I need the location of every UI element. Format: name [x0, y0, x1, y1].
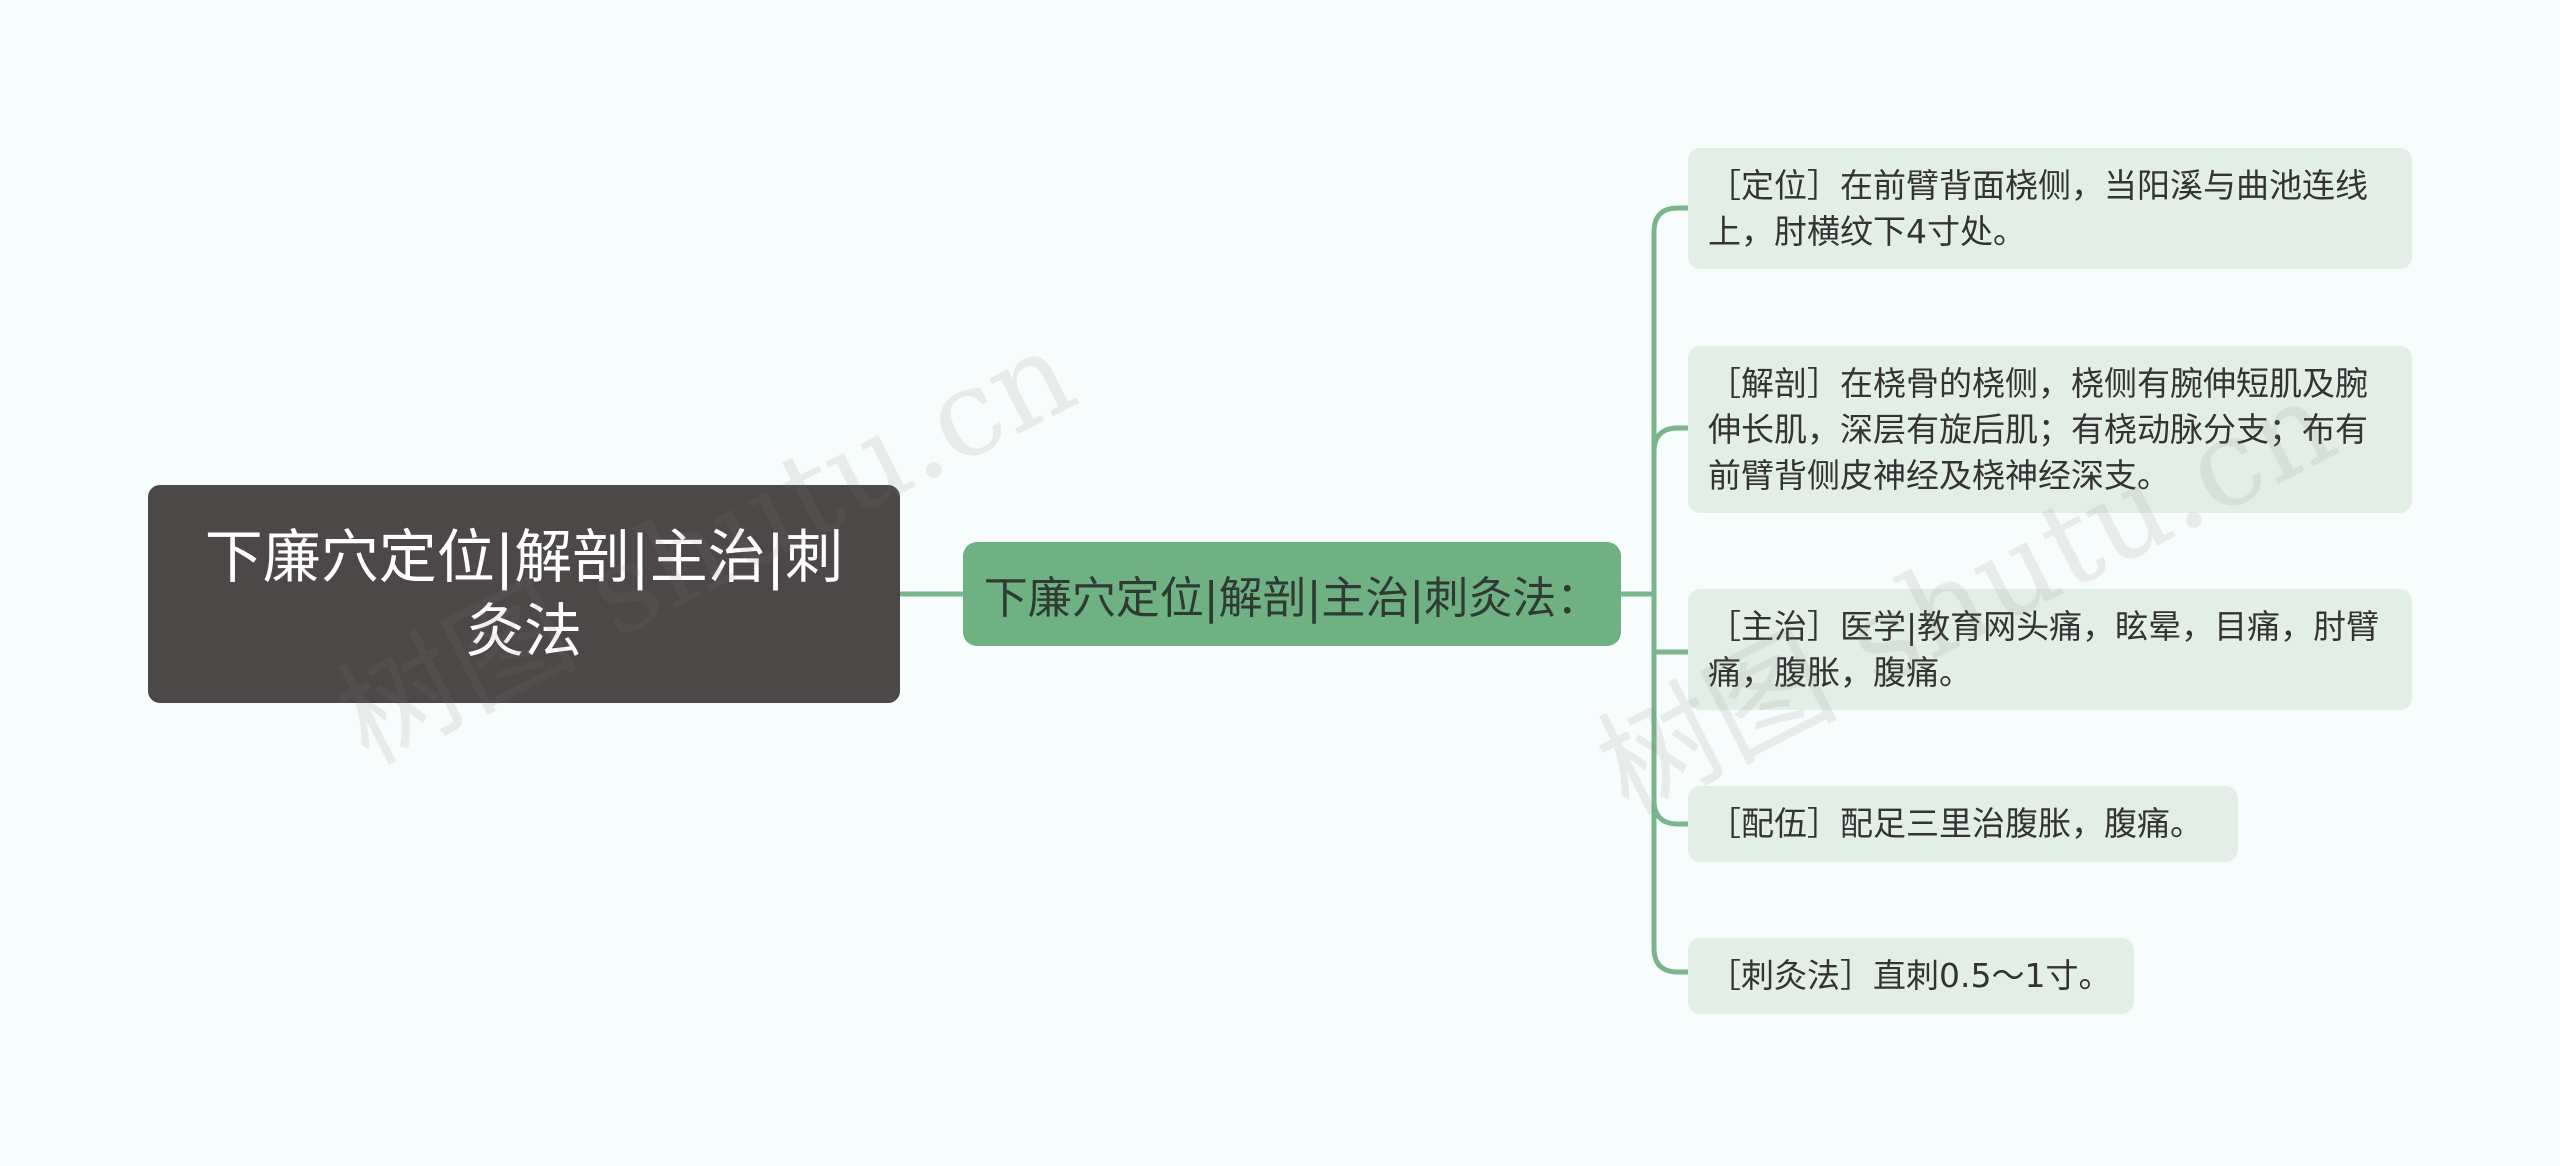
leaf-label: ［主治］医学|教育网头痛，眩晕，目痛，肘臂痛，腹胀，腹痛。: [1708, 606, 2380, 692]
center-topic-label: 下廉穴定位|解剖|主治|刺灸法：: [983, 573, 1601, 624]
leaf-node-anatomy[interactable]: ［解剖］在桡骨的桡侧，桡侧有腕伸短肌及腕伸长肌，深层有旋后肌；有桡动脉分支；布有…: [1688, 346, 2412, 513]
connector-leaf-2: [1651, 425, 1691, 455]
leaf-label: ［刺灸法］直刺0.5～1寸。: [1708, 956, 2112, 995]
root-topic-node[interactable]: 下廉穴定位|解剖|主治|刺灸法: [148, 485, 900, 703]
leaf-node-combination[interactable]: ［配伍］配足三里治腹胀，腹痛。: [1688, 786, 2238, 862]
connector-leaf-4: [1651, 797, 1691, 827]
leaf-label: ［配伍］配足三里治腹胀，腹痛。: [1708, 804, 2203, 843]
leaf-node-needling[interactable]: ［刺灸法］直刺0.5～1寸。: [1688, 938, 2134, 1014]
leaf-label: ［解剖］在桡骨的桡侧，桡侧有腕伸短肌及腕伸长肌，深层有旋后肌；有桡动脉分支；布有…: [1708, 363, 2368, 495]
leaf-node-indications[interactable]: ［主治］医学|教育网头痛，眩晕，目痛，肘臂痛，腹胀，腹痛。: [1688, 589, 2412, 710]
leaf-node-location[interactable]: ［定位］在前臂背面桡侧，当阳溪与曲池连线上，肘横纹下4寸处。: [1688, 148, 2412, 269]
center-topic-node[interactable]: 下廉穴定位|解剖|主治|刺灸法：: [963, 542, 1621, 646]
leaf-label: ［定位］在前臂背面桡侧，当阳溪与曲池连线上，肘横纹下4寸处。: [1708, 165, 2368, 251]
connector-leaf-5: [1651, 945, 1691, 975]
connector-leaf-1: [1651, 205, 1691, 235]
root-topic-label: 下廉穴定位|解剖|主治|刺灸法: [204, 523, 844, 665]
